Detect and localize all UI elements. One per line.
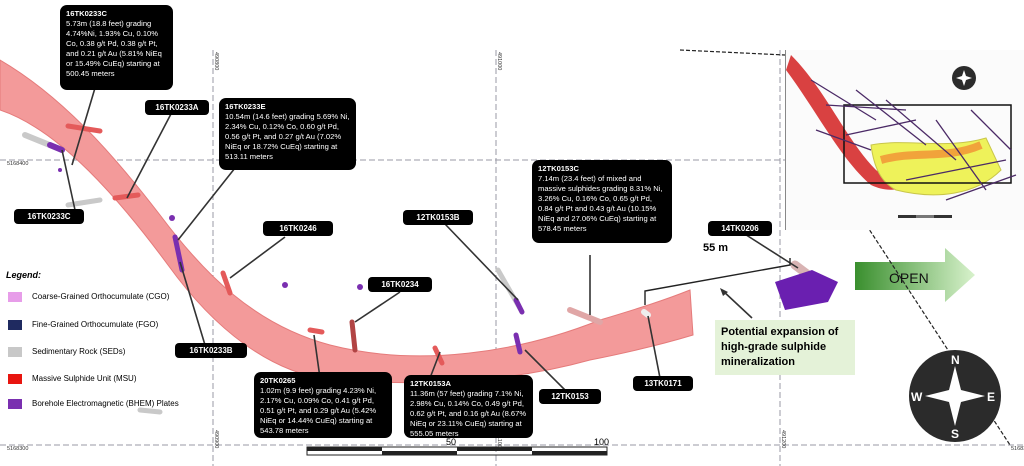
tag-12tk0153b: 12TK0153B <box>403 210 473 225</box>
scale-bar <box>306 446 608 456</box>
callout-16tk0233c: 16TK0233C 5.73m (18.8 feet) grading 4.74… <box>60 5 173 90</box>
scale-label-mid: 50 <box>446 437 457 447</box>
tag-13tk0171: 13TK0171 <box>633 376 693 391</box>
legend-label: Borehole Electromagnetic (BHEM) Plates <box>32 399 179 408</box>
legend-swatch <box>8 347 22 357</box>
expansion-arrowhead <box>720 288 728 296</box>
tag-16tk0234: 16TK0234 <box>368 277 432 292</box>
compass-n: N <box>951 353 960 367</box>
compass-w: W <box>911 390 923 404</box>
legend-label: Fine-Grained Orthocumulate (FGO) <box>32 320 159 329</box>
callout-20tk0265: 20TK0265 1.02m (9.9 feet) grading 4.23% … <box>254 372 392 438</box>
callout-title: 16TK0233E <box>225 102 266 111</box>
legend-label: Sedimentary Rock (SEDs) <box>32 347 126 356</box>
bhem-plate <box>775 270 838 310</box>
tag-16tk0246: 16TK0246 <box>263 221 333 236</box>
northing-label-bottom: 5168300 <box>7 446 29 452</box>
tag-16tk0233b: 16TK0233B <box>175 343 247 358</box>
callout-16tk0233e: 16TK0233E 10.54m (14.6 feet) grading 5.6… <box>219 98 356 170</box>
legend-label: Massive Sulphide Unit (MSU) <box>32 374 137 383</box>
tag-14tk0206: 14TK0206 <box>708 221 772 236</box>
easting-label-1: 490800 <box>213 52 219 71</box>
legend-swatch <box>8 399 22 409</box>
leader-lines <box>61 87 799 391</box>
callout-body: 7.14m (23.4 feet) of mixed and massive s… <box>538 174 663 233</box>
distance-label: 55 m <box>703 242 729 254</box>
expansion-label: Potential expansion of high-grade sulphi… <box>715 320 855 375</box>
northing-label-right: 5168300 <box>1011 446 1024 452</box>
callout-title: 12TK0153C <box>538 164 579 173</box>
callout-title: 12TK0153A <box>410 379 451 388</box>
legend-swatch <box>8 320 22 330</box>
callout-12tk0153a: 12TK0153A 11.36m (57 feet) grading 7.1% … <box>404 375 533 438</box>
legend-swatch <box>8 374 22 384</box>
inset-connector <box>679 49 786 56</box>
easting-label-5: 491200 <box>780 430 786 449</box>
msu-body <box>0 59 694 384</box>
tag-16tk0233a: 16TK0233A <box>145 100 209 115</box>
inset-3d-view <box>785 50 1024 230</box>
distance-bracket <box>644 258 791 305</box>
callout-title: 16TK0233C <box>66 9 107 18</box>
callout-title: 20TK0265 <box>260 376 296 385</box>
open-label: OPEN <box>889 270 929 286</box>
legend-label: Coarse-Grained Orthocumulate (CGO) <box>32 292 170 301</box>
callout-body: 11.36m (57 feet) grading 7.1% Ni, 2.98% … <box>410 389 527 438</box>
easting-label-2: 491000 <box>496 52 502 71</box>
scale-label-end: 100 <box>594 437 610 447</box>
compass-s: S <box>951 427 959 441</box>
tag-12tk0153: 12TK0153 <box>539 389 601 404</box>
callout-body: 1.02m (9.9 feet) grading 4.23% Ni, 2.17%… <box>260 386 377 435</box>
callout-12tk0153c: 12TK0153C 7.14m (23.4 feet) of mixed and… <box>532 160 672 243</box>
northing-label-top: 5168400 <box>7 161 29 167</box>
callout-body: 10.54m (14.6 feet) grading 5.69% Ni, 2.3… <box>225 112 350 161</box>
callout-body: 5.73m (18.8 feet) grading 4.74%Ni, 1.93%… <box>66 19 162 78</box>
compass-e: E <box>987 390 995 404</box>
legend-swatch <box>8 292 22 302</box>
legend-title: Legend: <box>6 270 41 280</box>
easting-label-3: 490900 <box>213 430 219 449</box>
open-arrow <box>855 248 975 302</box>
tag-16tk0233c: 16TK0233C <box>14 209 84 224</box>
compass: N S E W <box>909 350 1001 442</box>
